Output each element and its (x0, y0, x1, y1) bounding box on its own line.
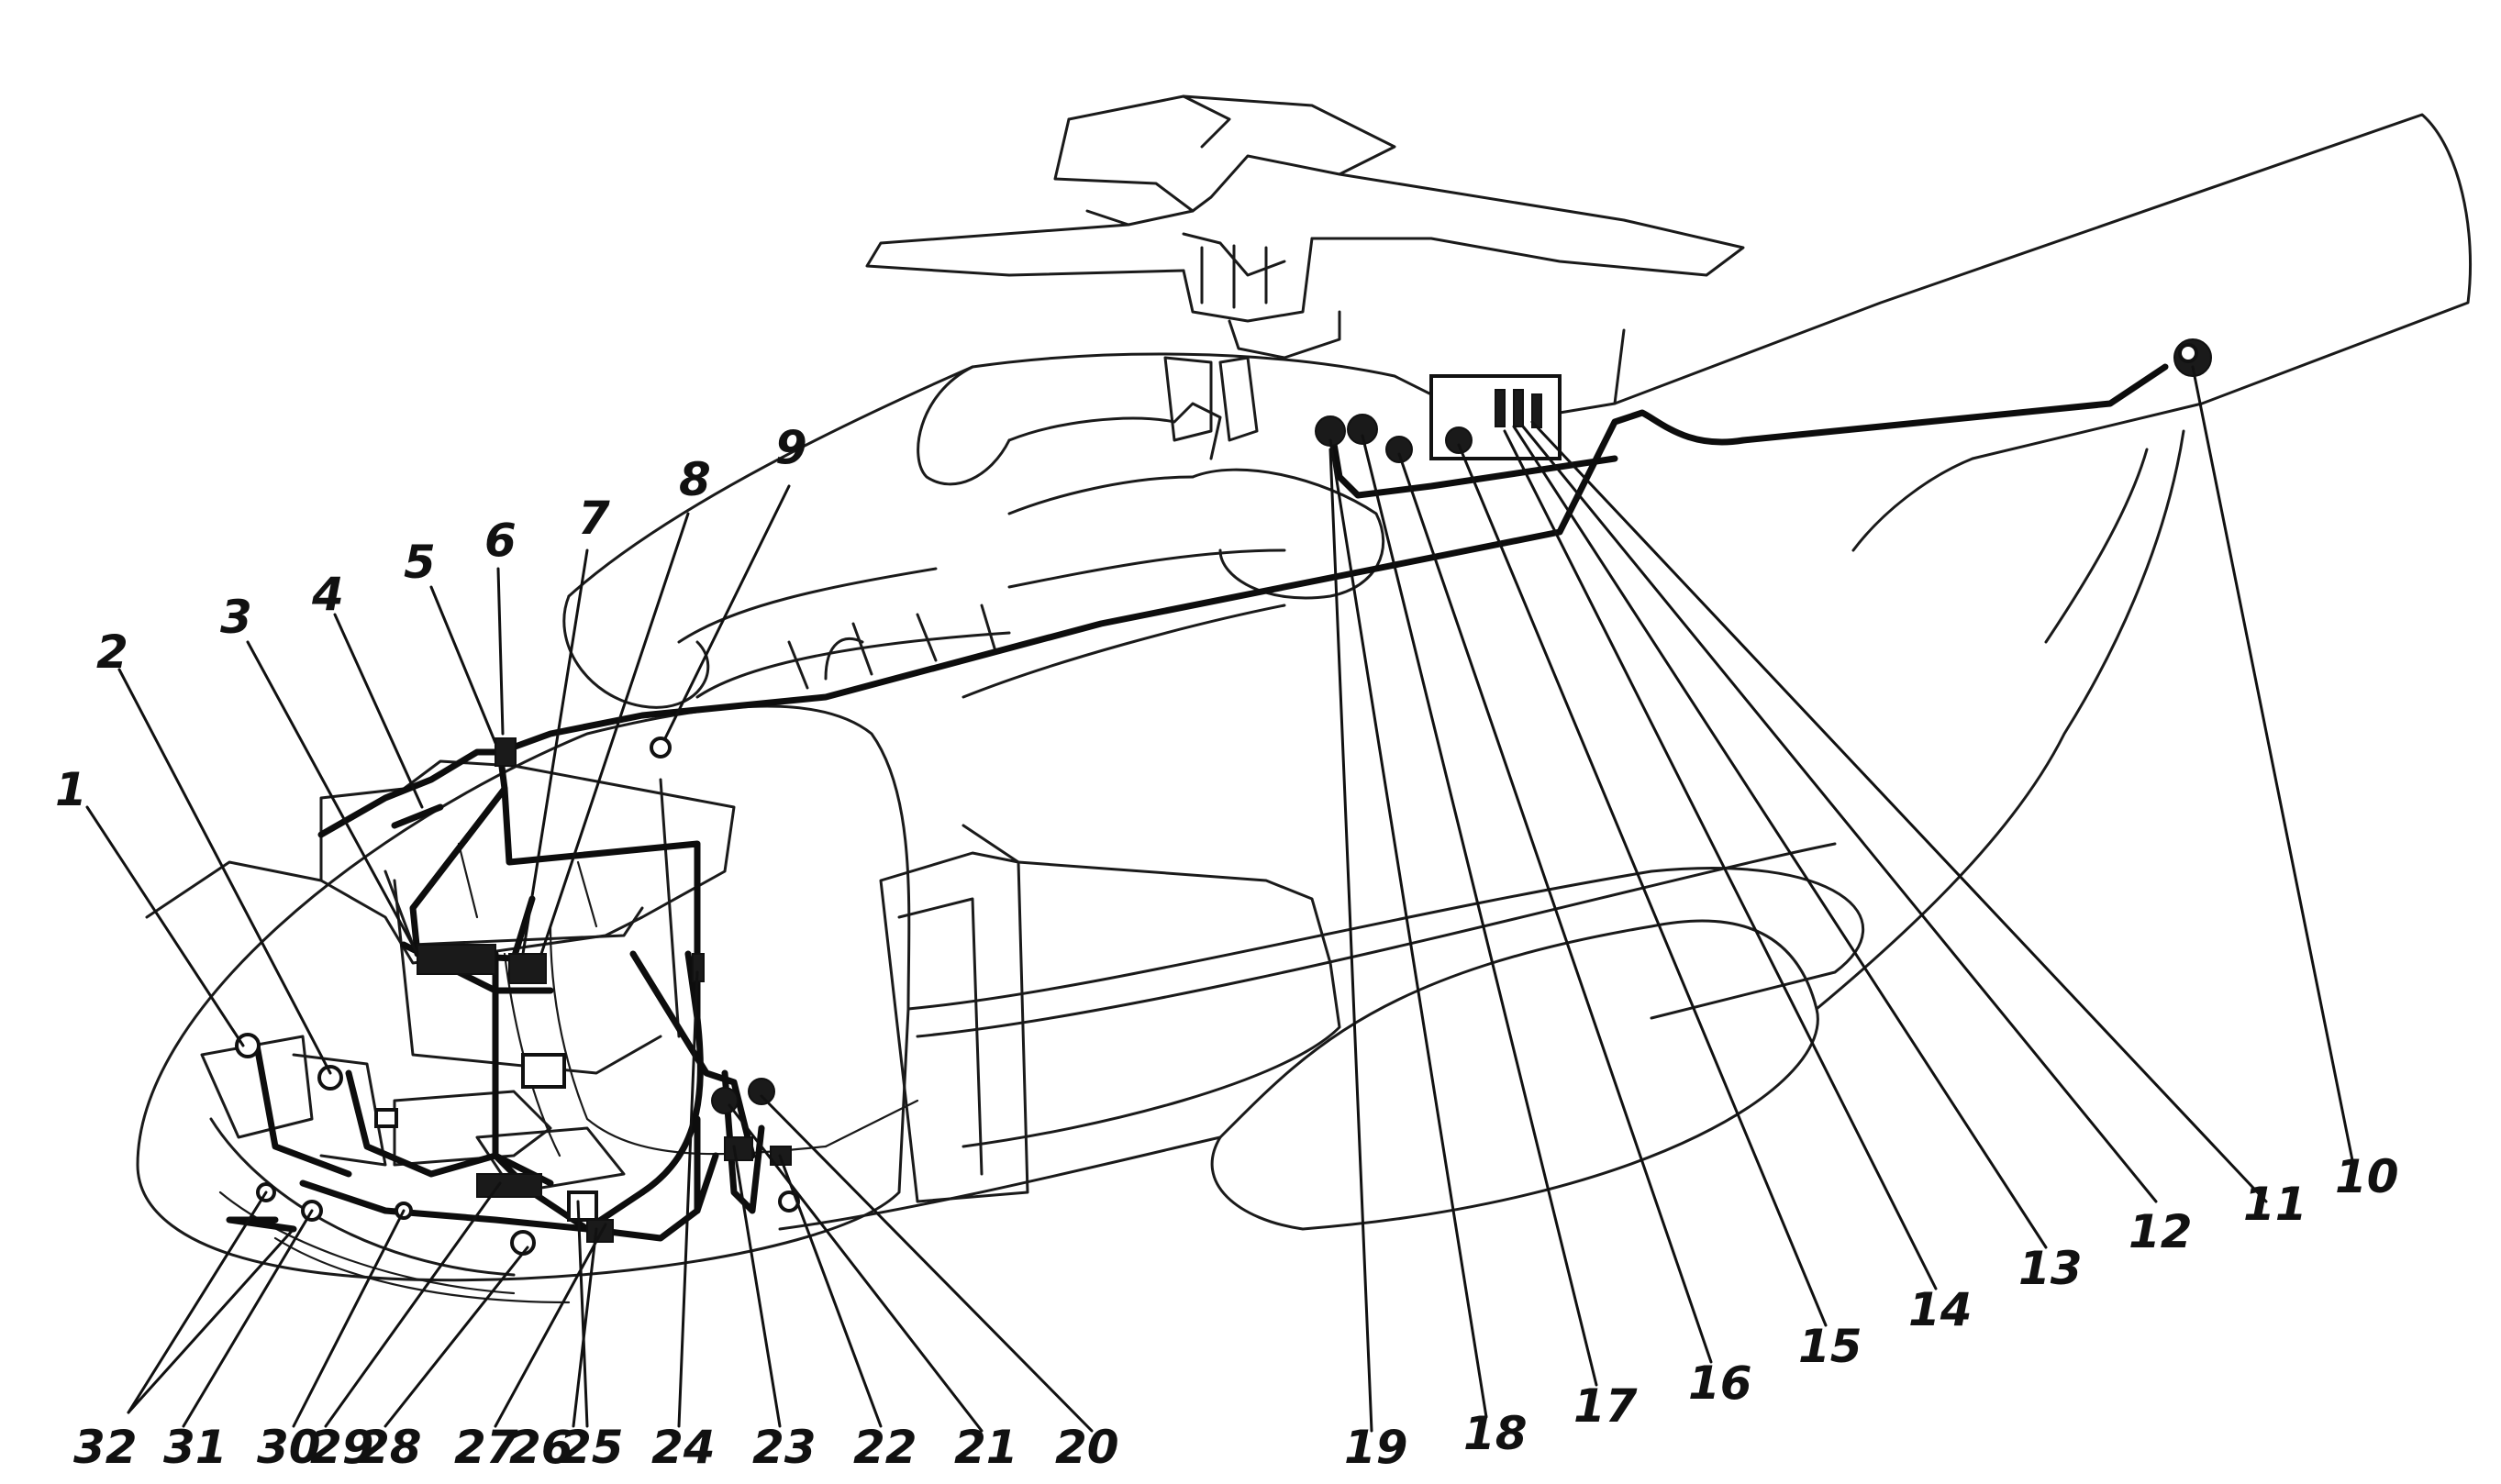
wiring-harness (226, 363, 2169, 1242)
label-30: 30 (257, 1421, 321, 1474)
component-2 (317, 1065, 343, 1091)
component-23 (724, 1136, 753, 1161)
label-16: 16 (1688, 1357, 1752, 1410)
component-2b (374, 1108, 398, 1128)
callout-labels: 1 2 3 4 5 6 7 8 9 10 11 12 13 14 15 16 1… (55, 421, 2399, 1474)
label-29: 29 (310, 1421, 374, 1474)
tail-boom (1210, 113, 2473, 1231)
terminal-a (1495, 389, 1506, 427)
label-5: 5 (404, 536, 436, 589)
label-22: 22 (853, 1421, 917, 1474)
label-17: 17 (1573, 1379, 1638, 1433)
label-23: 23 (752, 1421, 817, 1474)
label-6: 6 (484, 514, 517, 567)
label-21: 21 (954, 1421, 1018, 1474)
label-24: 24 (651, 1421, 716, 1474)
component-8-box (508, 953, 547, 984)
fuselage-outline (562, 352, 1562, 709)
label-9: 9 (775, 421, 807, 474)
component-25 (567, 1191, 598, 1222)
label-12: 12 (2129, 1205, 2193, 1258)
label-28: 28 (358, 1421, 422, 1474)
label-7: 7 (578, 492, 610, 545)
label-31: 31 (163, 1421, 228, 1474)
connector-upper-4 (1445, 426, 1473, 454)
wiring-components (235, 338, 2212, 1256)
main-rotor (865, 94, 1745, 360)
label-25: 25 (560, 1421, 624, 1474)
label-15: 15 (1798, 1320, 1862, 1373)
component-7-box (417, 944, 496, 975)
label-27: 27 (454, 1421, 518, 1474)
label-2: 2 (96, 626, 128, 679)
component-5 (495, 737, 517, 767)
connector-upper-2 (1347, 414, 1378, 445)
component-9 (650, 736, 672, 759)
component-1 (235, 1033, 261, 1058)
label-10: 10 (2335, 1150, 2399, 1203)
terminal-b (1513, 389, 1524, 427)
label-3: 3 (220, 591, 252, 644)
label-4: 4 (311, 568, 344, 621)
component-26 (586, 1219, 614, 1243)
component-relay (521, 1053, 566, 1089)
label-14: 14 (1908, 1283, 1973, 1336)
label-8: 8 (679, 453, 711, 506)
label-18: 18 (1463, 1407, 1528, 1460)
component-29 (476, 1173, 542, 1198)
label-19: 19 (1344, 1421, 1408, 1474)
label-32: 32 (73, 1421, 138, 1474)
label-26: 26 (509, 1421, 573, 1474)
leader-lines (85, 365, 2355, 1433)
label-13: 13 (2018, 1242, 2083, 1295)
component-20 (748, 1078, 775, 1105)
label-11: 11 (2243, 1178, 2307, 1231)
tail-connector-ring (2178, 343, 2198, 363)
component-28 (510, 1230, 536, 1256)
label-1: 1 (55, 763, 87, 816)
connector-upper-3 (1385, 436, 1413, 463)
label-20: 20 (1055, 1421, 1119, 1474)
